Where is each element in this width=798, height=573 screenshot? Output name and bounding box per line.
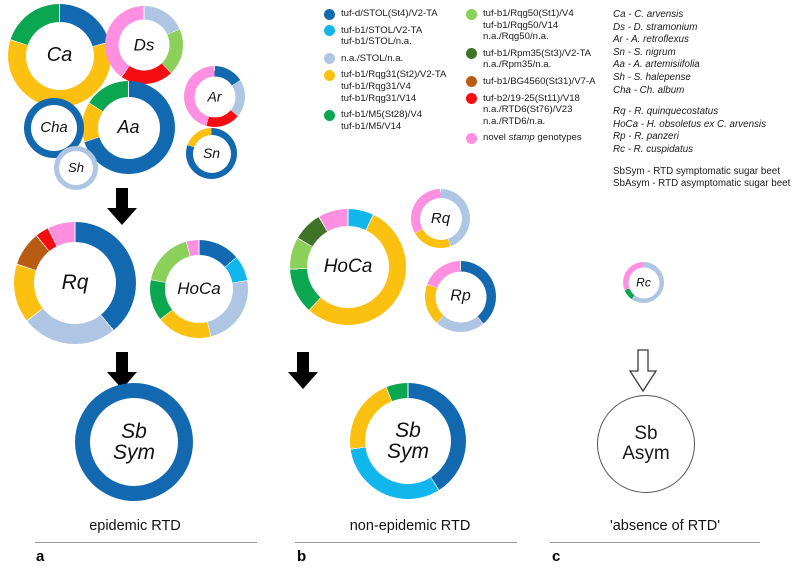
species-line-hoca: HoCa - H. obsoletus ex C. arvensis [613,118,766,130]
species-line-sn: Sn - S. nigrum [613,46,676,58]
caption-rule-a [35,542,257,543]
legend-swatch-brown [466,76,477,88]
legend-text-0: tuf-d/STOL(St4)/V2-TA [341,8,438,19]
legend-item-8: tuf-b2/19-25(St11)/V18 n.a./RTD6(St76)/V… [466,93,611,128]
legend-swatch-dark-green [466,48,477,60]
legend-swatch-red [466,93,477,105]
donut-rq-a: Rq [14,222,136,344]
caption-panel-a: epidemic RTD [89,518,181,534]
species-line-rp: Rp - R. panzeri [613,131,679,143]
donut-rc: Rc [623,262,664,303]
legend-item-5: tuf-b1/Rqg50(St1)/V4 tuf-b1/Rqg50/V14 n.… [466,8,611,43]
species-line-ds: Ds - D. stramonium [613,21,698,33]
legend-item-7: tuf-b1/BG4560(St31)/V7-A [466,76,611,88]
legend-item-4: tuf-b1/M5(St28)/V4 tuf-b1/M5/V14 [324,109,464,132]
donut-label-hoca-a: HoCa [177,279,221,299]
legend-swatch-cyan [324,25,335,37]
legend-text-1: tuf-b1/STOL/V2-TA tuf-b1/STOL/n.a. [341,24,423,48]
species-line-rq: Rq - R. quinquecostatus [613,106,719,118]
arrow-down-a-2 [105,352,139,390]
legend-swatch-light-blue [324,53,335,65]
legend-swatch-light-green [466,8,477,20]
donut-hoca-a: HoCa [150,240,248,338]
species-line-ca: Ca - C. arvensis [613,9,684,20]
donut-ds: Ds [105,6,183,84]
arrow-down-a-1 [105,188,139,226]
legend-item-3: tuf-b1/Rqg31(St2)/V2-TA tuf-b1/Rqg31/V4 … [324,69,464,104]
legend-text-8: tuf-b2/19-25(St11)/V18 n.a./RTD6(St76)/V… [483,92,580,127]
donut-ca: Ca [8,4,111,107]
donut-label-ar: Ar [207,88,222,105]
species-line-ar: Ar - A. retroflexus [613,34,689,46]
legend-genotypes-col2: tuf-b1/Rqg50(St1)/V4 tuf-b1/Rqg50/V14 n.… [466,8,611,149]
donut-ar: Ar [184,66,245,127]
donut-label-cha: Cha [40,119,68,137]
species-block-vectors: Rq - R. quinquecostatus HoCa - H. obsole… [613,106,798,156]
donut-sn: Sn [186,128,237,179]
donut-label-aa: Aa [117,117,140,138]
legend-item-9: novel stamp genotypes [466,132,611,144]
caption-rule-c [550,542,760,543]
legend-text-4: tuf-b1/M5(St28)/V4 tuf-b1/M5/V14 [341,109,423,132]
legend-text-6: tuf-b1/Rpm35(St3)/V2-TA n.a./Rpm35/n.a. [483,47,592,71]
species-block-host: SbSym - RTD symptomatic sugar beet SbAsy… [613,166,798,191]
donut-hoca-b: HoCa [290,209,406,325]
donut-label-ds: Ds [133,35,155,55]
species-line-cha: Cha - Ch. album [613,84,685,96]
species-line-sh: Sh - S. halepense [613,71,691,83]
donut-label-rq-a: Rq [61,271,89,295]
legend-item-1: tuf-b1/STOL/V2-TA tuf-b1/STOL/n.a. [324,25,464,48]
panel-letter-b: b [297,548,307,565]
donut-label-hoca-b: HoCa [323,256,373,278]
panel-letter-a: a [36,548,45,565]
legend-text-9: novel stamp genotypes [483,132,582,144]
legend-swatch-dark-blue [324,8,335,20]
species-block-plants: Ca - C. arvensis Ds - D. stramonium Ar -… [613,9,798,97]
donut-label-rp: Rp [450,287,471,305]
donut-label-sh: Sh [68,160,84,176]
arrow-down-b [286,352,320,390]
caption-rule-b [295,542,517,543]
panel-letter-c: c [552,548,561,565]
legend-swatch-pink [466,132,477,144]
legend-text-7: tuf-b1/BG4560(St31)/V7-A [483,75,596,87]
legend-text-5: tuf-b1/Rqg50(St1)/V4 tuf-b1/Rqg50/V14 n.… [483,8,574,43]
donut-rq-b: Rq [411,189,470,248]
legend-item-6: tuf-b1/Rpm35(St3)/V2-TA n.a./Rpm35/n.a. [466,48,611,71]
arrow-down-outline-c [627,349,659,393]
legend-genotypes-col1: tuf-d/STOL(St4)/V2-TA tuf-b1/STOL/V2-TA … [324,8,464,137]
legend-text-2: n.a./STOL/n.a. [341,52,404,64]
donut-label-ca: Ca [46,44,73,67]
species-line-aa: Aa - A. artemisiifolia [613,59,700,71]
legend-text-3: tuf-b1/Rqg31(St2)/V2-TA tuf-b1/Rqg31/V4 … [341,69,447,104]
legend-swatch-yellow [324,69,335,81]
caption-panel-c: 'absence of RTD' [609,518,721,534]
donut-sh: Sh [54,146,98,190]
legend-item-2: n.a./STOL/n.a. [324,53,464,65]
donut-label-rc: Rc [636,275,651,290]
donut-cha: Cha [24,98,84,158]
donut-label-sn: Sn [202,145,221,162]
donut-label-rq-b: Rq [430,209,451,227]
species-line-sbasym: SbAsym - RTD asymptomatic sugar beet [613,178,791,190]
species-line-sbsym: SbSym - RTD symptomatic sugar beet [613,165,780,177]
donut-rp: Rp [425,261,496,332]
legend-swatch-green [324,109,335,121]
legend-item-0: tuf-d/STOL(St4)/V2-TA [324,8,464,20]
caption-panel-b: non-epidemic RTD [349,518,471,534]
species-line-rc: Rc - R. cuspidatus [613,143,694,155]
legend-species: Ca - C. arvensis Ds - D. stramonium Ar -… [613,9,798,191]
donut-aa: Aa [82,81,175,174]
